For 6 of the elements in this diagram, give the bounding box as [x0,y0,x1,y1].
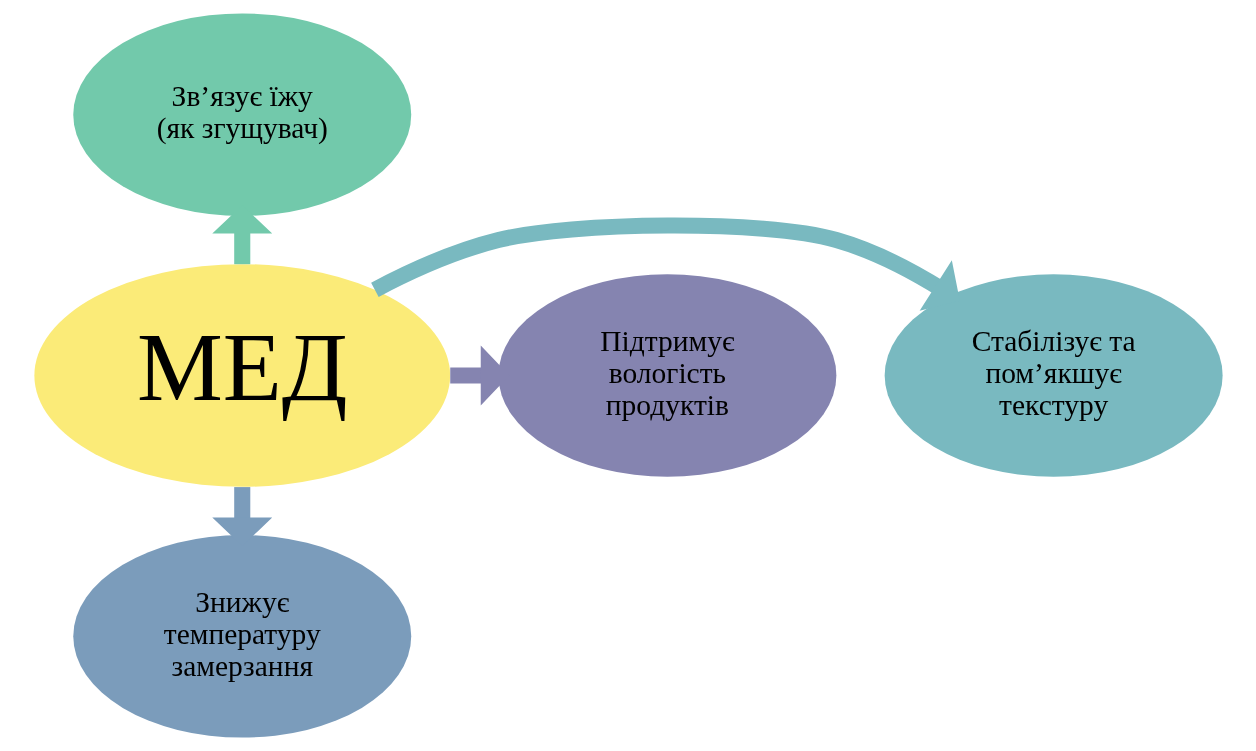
node-ellipse: МЕД [33,264,450,487]
node-ellipse: Знижує температуру замерзання [72,535,411,738]
node-ellipse: Зв’язує їжу (як згущувач) [72,13,411,216]
node-ellipse: Стабілізує та пом’якшує текстуру [884,274,1223,477]
node-ellipse: Підтримує вологість продуктів [497,274,836,477]
arrow [370,217,960,311]
